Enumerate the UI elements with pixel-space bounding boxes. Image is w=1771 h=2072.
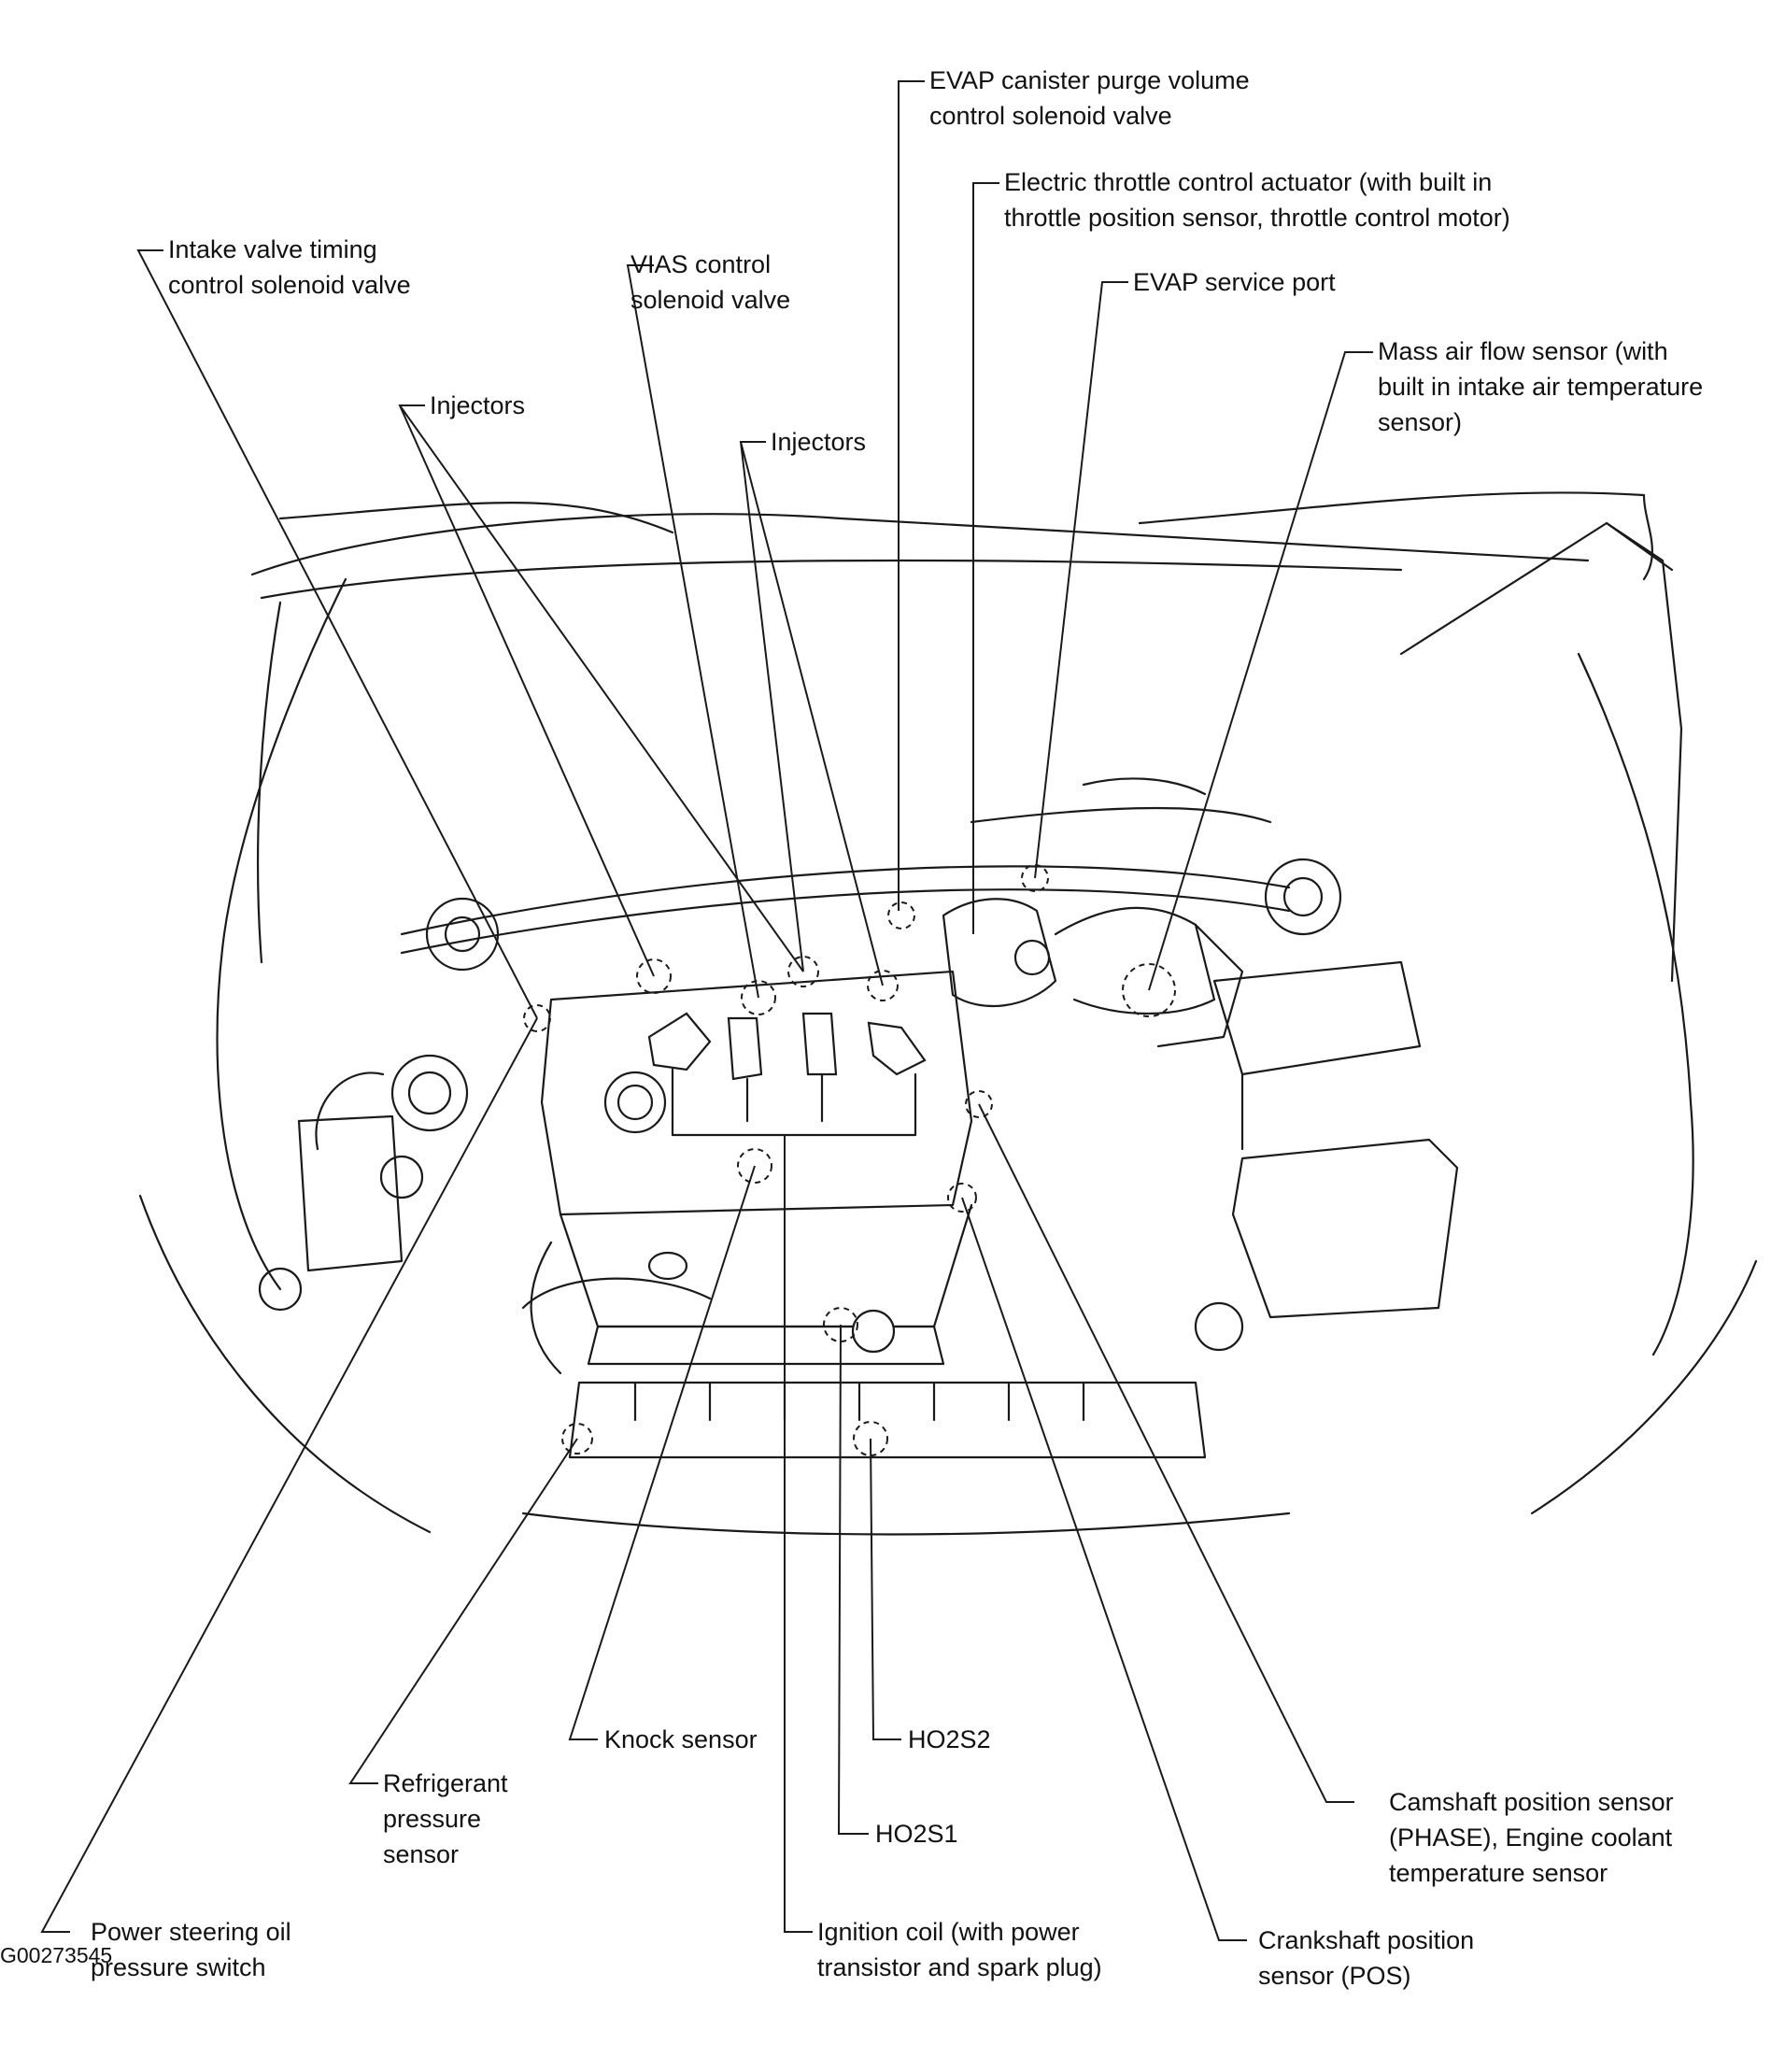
label-crankshaft-position-sensor: Crankshaft position sensor (POS) — [1258, 1923, 1474, 1994]
label-line: control solenoid valve — [929, 102, 1172, 130]
label-line: temperature sensor — [1389, 1859, 1608, 1887]
label-line: sensor — [383, 1840, 460, 1868]
component-locator-circles — [523, 864, 1176, 1456]
label-line: throttle position sensor, throttle contr… — [1004, 204, 1510, 232]
label-ho2s2: HO2S2 — [908, 1722, 991, 1757]
figure-id: G00273545 — [0, 1943, 113, 1967]
label-line: HO2S1 — [875, 1820, 958, 1848]
label-power-steering-switch: Power steering oil pressure switch — [91, 1914, 291, 1985]
label-injectors-right: Injectors — [771, 424, 866, 460]
label-evap-purge-valve: EVAP canister purge volume control solen… — [929, 63, 1250, 134]
label-line: (PHASE), Engine coolant — [1389, 1824, 1673, 1852]
label-vias-solenoid: VIAS control solenoid valve — [630, 247, 790, 318]
ignition-coils — [647, 1012, 927, 1137]
label-line: Ignition coil (with power — [817, 1918, 1080, 1946]
label-line: VIAS control — [630, 250, 772, 278]
label-line: built in intake air temperature — [1378, 373, 1704, 401]
label-line: pressure — [383, 1805, 482, 1833]
label-knock-sensor: Knock sensor — [604, 1722, 758, 1757]
leader-lines — [40, 80, 1373, 1941]
label-line: Electric throttle control actuator (with… — [1004, 168, 1493, 196]
label-evap-service-port: EVAP service port — [1133, 264, 1336, 300]
label-intake-valve-timing-solenoid: Intake valve timing control solenoid val… — [168, 232, 411, 303]
battery-and-airbox — [1194, 960, 1459, 1352]
label-line: Camshaft position sensor — [1389, 1788, 1674, 1816]
vehicle-body-outline — [138, 491, 1758, 1536]
label-line: Refrigerant — [383, 1769, 508, 1797]
label-line: pressure switch — [91, 1953, 266, 1981]
label-line: HO2S2 — [908, 1725, 991, 1753]
strut-tower-bar — [400, 858, 1342, 972]
label-electric-throttle-actuator: Electric throttle control actuator (with… — [1004, 164, 1510, 235]
label-refrigerant-pressure-sensor: Refrigerant pressure sensor — [383, 1766, 508, 1872]
label-mass-air-flow-sensor: Mass air flow sensor (with built in inta… — [1378, 334, 1703, 440]
label-line: EVAP canister purge volume — [929, 66, 1250, 94]
label-line: Power steering oil — [91, 1918, 291, 1946]
label-line: control solenoid valve — [168, 271, 411, 299]
label-line: sensor) — [1378, 408, 1463, 436]
label-line: transistor and spark plug) — [817, 1953, 1102, 1981]
engine-block — [521, 970, 973, 1375]
label-ignition-coil: Ignition coil (with power transistor and… — [817, 1914, 1102, 1985]
label-line: Intake valve timing — [168, 235, 377, 263]
label-line: Injectors — [771, 428, 867, 456]
label-injectors-left: Injectors — [430, 388, 525, 423]
label-line: Injectors — [430, 391, 526, 419]
radiator-support — [568, 1309, 1207, 1459]
throttle-body-and-intake — [942, 777, 1272, 1048]
label-line: Crankshaft position — [1258, 1926, 1475, 1954]
reservoirs-left — [258, 1054, 469, 1312]
label-line: EVAP service port — [1133, 268, 1336, 296]
label-line: sensor (POS) — [1258, 1962, 1411, 1990]
label-line: Knock sensor — [604, 1725, 758, 1753]
label-ho2s1: HO2S1 — [875, 1816, 958, 1852]
label-camshaft-position-sensor: Camshaft position sensor (PHASE), Engine… — [1389, 1784, 1674, 1891]
label-line: Mass air flow sensor (with — [1378, 337, 1668, 365]
label-line: solenoid valve — [630, 286, 791, 314]
